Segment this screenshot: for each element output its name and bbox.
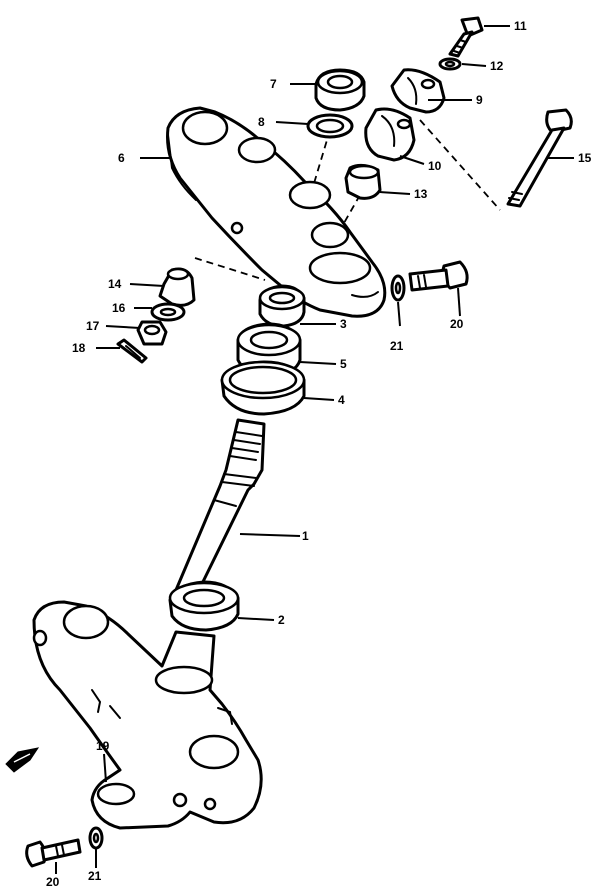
callout-20-lower: 20 (46, 875, 60, 889)
dust-seal-3 (258, 284, 306, 328)
callout-21-lower: 21 (88, 869, 102, 883)
callout-18: 18 (72, 341, 86, 355)
callout-16: 16 (112, 301, 126, 315)
assembly-guide-lines (194, 119, 501, 281)
long-bolt-15 (506, 108, 573, 208)
callout-14: 14 (108, 277, 122, 291)
bearing-race-4 (220, 360, 306, 416)
callout-10: 10 (428, 159, 442, 173)
callout-12: 12 (490, 59, 504, 73)
bolt-20-upper (408, 260, 469, 292)
handlebar-holder-10 (364, 107, 416, 162)
washer-12 (438, 57, 462, 71)
callout-6: 6 (118, 151, 125, 165)
bolt-11 (448, 16, 484, 58)
callout-1: 1 (302, 529, 309, 543)
callout-2: 2 (278, 613, 285, 627)
callout-4: 4 (338, 393, 345, 407)
callout-20-upper: 20 (450, 317, 464, 331)
callout-5: 5 (340, 357, 347, 371)
callout-labels: 1 2 3 4 5 6 7 8 9 10 11 12 13 14 15 16 1… (46, 19, 592, 889)
cushion-14 (158, 267, 196, 307)
nut-7 (314, 68, 366, 112)
callout-21-upper: 21 (390, 339, 404, 353)
handlebar-clamp-9 (390, 68, 446, 114)
callout-3: 3 (340, 317, 347, 331)
callout-17: 17 (86, 319, 100, 333)
callout-15: 15 (578, 151, 592, 165)
leader-lines (55, 25, 574, 874)
washer-16 (150, 302, 186, 322)
callout-11: 11 (514, 19, 527, 33)
steering-stem-1 (174, 418, 266, 598)
lower-bracket (32, 600, 263, 830)
bearing-2 (168, 580, 240, 632)
washer-8 (306, 113, 354, 139)
washer-21-lower (88, 826, 104, 850)
nut-17 (136, 320, 168, 346)
front-direction-arrow-icon (5, 747, 40, 773)
callout-19: 19 (96, 739, 110, 753)
upper-bracket-6 (166, 106, 387, 318)
callout-13: 13 (414, 187, 428, 201)
cotter-pin-18 (116, 338, 148, 364)
callout-7: 7 (270, 77, 277, 91)
washer-21-upper (390, 274, 406, 302)
bolt-20-lower (25, 838, 82, 868)
callout-9: 9 (476, 93, 483, 107)
cushion-13 (344, 163, 382, 200)
callout-8: 8 (258, 115, 265, 129)
